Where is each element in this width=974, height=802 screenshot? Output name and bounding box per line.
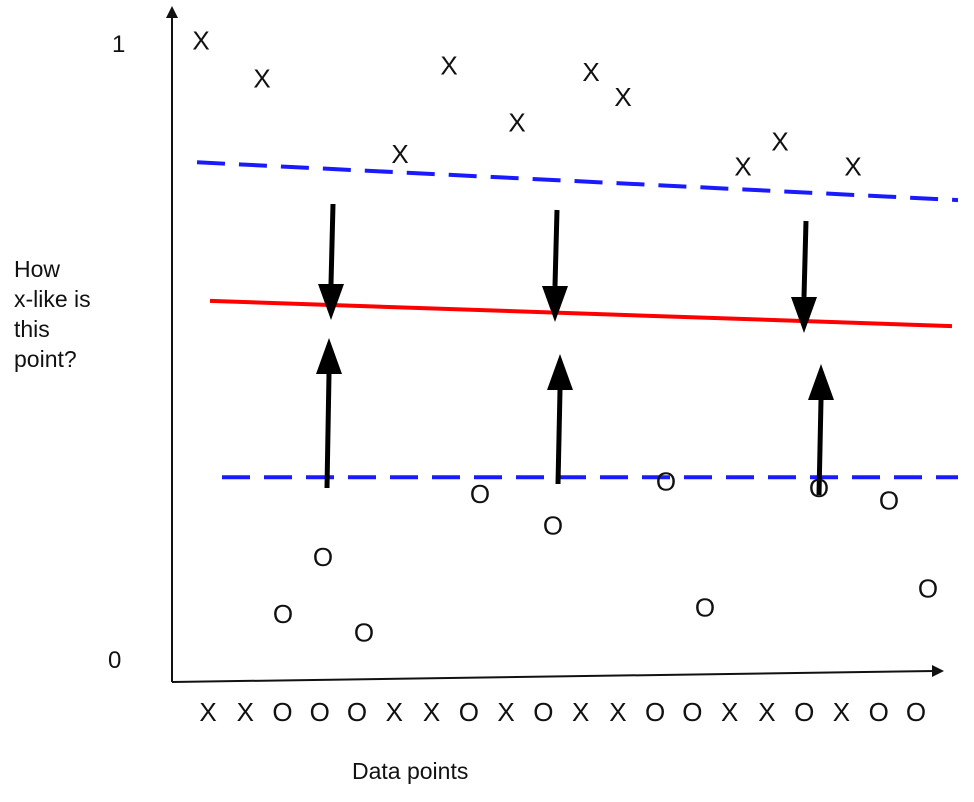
arrow-down [318, 203, 344, 320]
y-axis-max-label: 1 [112, 31, 126, 58]
o-class-marker: O [918, 574, 938, 604]
sequence-o-label: O [310, 697, 330, 727]
arrow-shaft [328, 203, 336, 285]
sequence-o-label: O [533, 697, 553, 727]
arrow-shaft [324, 373, 332, 489]
y-axis-label: How x-like is this point? [14, 254, 124, 374]
o-class-marker: O [313, 542, 333, 572]
x-class-marker: X [391, 139, 408, 169]
sequence-x-label: X [199, 697, 216, 727]
arrow-up [808, 364, 834, 496]
y-axis-min-label: 0 [108, 647, 122, 674]
x-axis-label: Data points [352, 758, 469, 784]
sequence-x-label: X [237, 697, 254, 727]
x-axis-arrowhead [932, 665, 944, 677]
o-class-marker: O [695, 592, 715, 622]
arrow-head [542, 286, 568, 322]
x-class-marker: X [253, 63, 270, 93]
sequence-x-label: X [609, 697, 626, 727]
arrow-down [542, 209, 568, 322]
sequence-x-label: X [423, 697, 440, 727]
x-class-marker: X [192, 25, 209, 55]
x-class-marker: X [508, 107, 525, 137]
x-class-marker: X [734, 151, 751, 181]
o-class-marker: O [354, 618, 374, 648]
arrow-head [318, 284, 344, 320]
sequence-o-label: O [459, 697, 479, 727]
arrow-shaft [816, 399, 824, 496]
x-class-marker: X [614, 82, 631, 112]
sequence-o-label: O [906, 697, 926, 727]
arrow-up [547, 354, 573, 485]
o-class-marker: O [656, 466, 676, 496]
y-axis-label-line: x-like is [14, 286, 91, 312]
arrow-shaft [555, 389, 563, 485]
arrow-head [791, 297, 817, 333]
boundary-lines [196, 160, 959, 480]
arrow-head [316, 338, 342, 374]
x-class-marker: X [440, 51, 457, 81]
o-class-marker: O [879, 485, 899, 515]
sequence-o-label: O [682, 697, 702, 727]
sequence-x-label: X [572, 697, 589, 727]
arrow-head [808, 364, 834, 400]
y-axis-label-line: How [14, 256, 61, 282]
sequence-o-label: O [869, 697, 889, 727]
sequence-x-label: X [758, 697, 775, 727]
arrow-shaft [801, 220, 809, 298]
x-class-marker: X [582, 57, 599, 87]
axes [166, 6, 944, 683]
x-class-marker: X [844, 151, 861, 181]
o-class-marker: O [470, 479, 490, 509]
sequence-x-label: X [497, 697, 514, 727]
sequence-o-label: O [645, 697, 665, 727]
arrow-down [791, 220, 817, 333]
arrow-shaft [552, 209, 560, 287]
o-class-marker: O [809, 473, 829, 503]
y-axis-arrowhead [166, 6, 178, 18]
sequence-x-label: X [833, 697, 850, 727]
o-class-marker: O [543, 511, 563, 541]
decision-boundary-line [209, 298, 953, 329]
margin-arrows [316, 203, 834, 496]
sequence-o-label: O [272, 697, 292, 727]
sequence-x-label: X [721, 697, 738, 727]
arrow-head [547, 354, 573, 390]
o-class-marker: O [273, 599, 293, 629]
sequence-x-label: X [386, 697, 403, 727]
sequence-o-label: O [794, 697, 814, 727]
x-class-boundary-line [196, 160, 959, 203]
sequence-o-label: O [347, 697, 367, 727]
y-axis-label-line: this [14, 316, 50, 342]
y-axis-label-line: point? [14, 346, 77, 372]
x-axis-line [171, 670, 936, 683]
arrow-up [316, 338, 342, 489]
x-class-marker: X [771, 126, 788, 156]
